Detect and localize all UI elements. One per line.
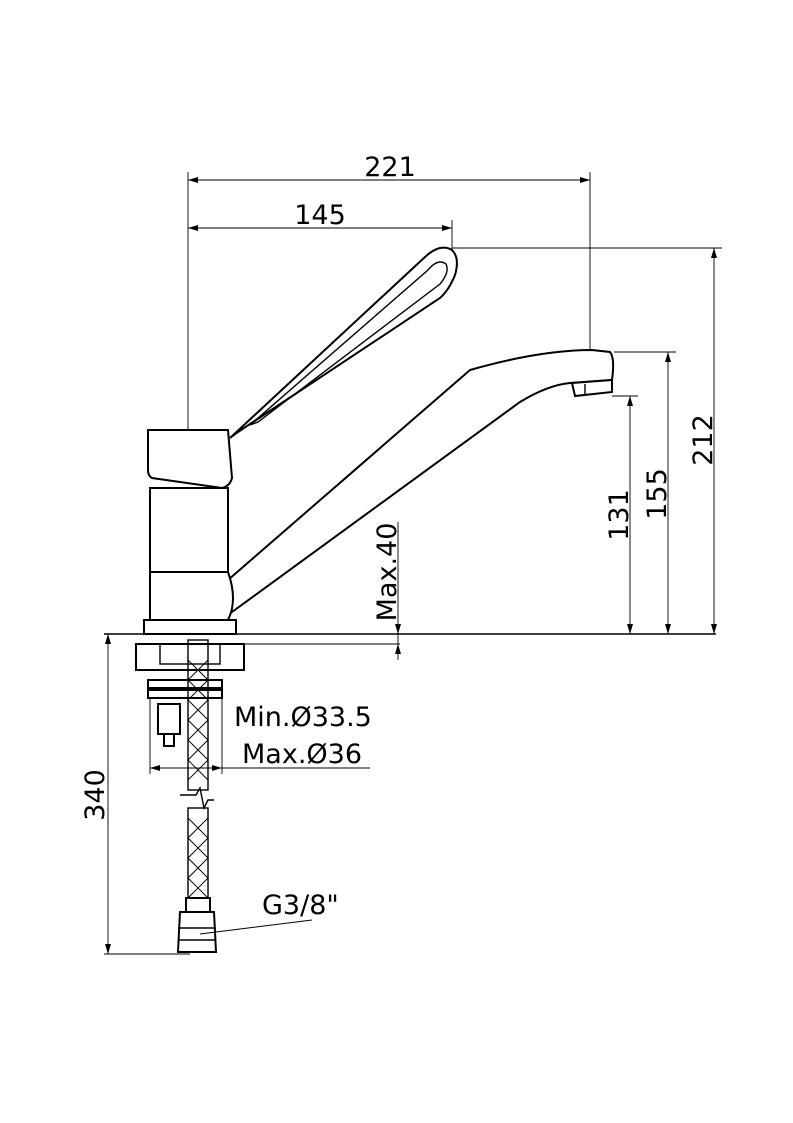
dim-total-height: 212 [452, 247, 722, 634]
dim-max-deck: Max.40 [372, 522, 403, 660]
lever-handle-slot [249, 261, 448, 426]
dim-connection: G3/8" [199, 890, 339, 935]
fixing-plate [135, 643, 245, 671]
handle-cap [147, 429, 234, 490]
washer-2 [147, 689, 223, 699]
stud-nut [157, 703, 181, 735]
dim-hole-min-label: Min.Ø33.5 [234, 702, 372, 733]
dim-total-depth: 340 [80, 634, 190, 955]
hose-ferrule [185, 897, 211, 913]
hose-break-symbol [180, 786, 214, 811]
dim-total-height-label: 212 [688, 414, 719, 466]
faucet-body [104, 246, 716, 645]
body-upper [149, 487, 229, 573]
fixing-bracket [159, 643, 221, 665]
base-flange [143, 619, 237, 635]
dim-spout-top-height-label: 155 [642, 468, 673, 520]
hose-upper-braid [187, 659, 209, 781]
dim-hole-max-label: Max.Ø36 [242, 739, 362, 770]
hose-lower-braid [187, 817, 209, 899]
dim-handle-reach: 145 [188, 200, 453, 250]
connector-nut [176, 911, 218, 953]
spout-aerator [570, 378, 613, 398]
dim-handle-reach-label: 145 [294, 200, 346, 231]
stud-end [163, 733, 175, 747]
dim-spout-outlet-height: 131 [604, 395, 638, 634]
dim-max-deck-label: Max.40 [372, 523, 403, 622]
dim-total-reach-label: 221 [364, 152, 416, 183]
spout [226, 348, 615, 614]
dim-total-reach: 221 [187, 152, 591, 430]
body-lower [149, 571, 234, 621]
under-deck-fixing [135, 639, 245, 953]
dim-spout-top-height: 155 [614, 351, 676, 634]
hose-upper [187, 639, 209, 791]
dim-connection-label: G3/8" [262, 890, 339, 921]
dim-spout-outlet-height-label: 131 [604, 489, 635, 541]
dim-total-depth-label: 340 [80, 769, 111, 821]
washer-1 [147, 679, 223, 689]
dim-hole-diameter: Min.Ø33.5 Max.Ø36 [149, 698, 372, 774]
